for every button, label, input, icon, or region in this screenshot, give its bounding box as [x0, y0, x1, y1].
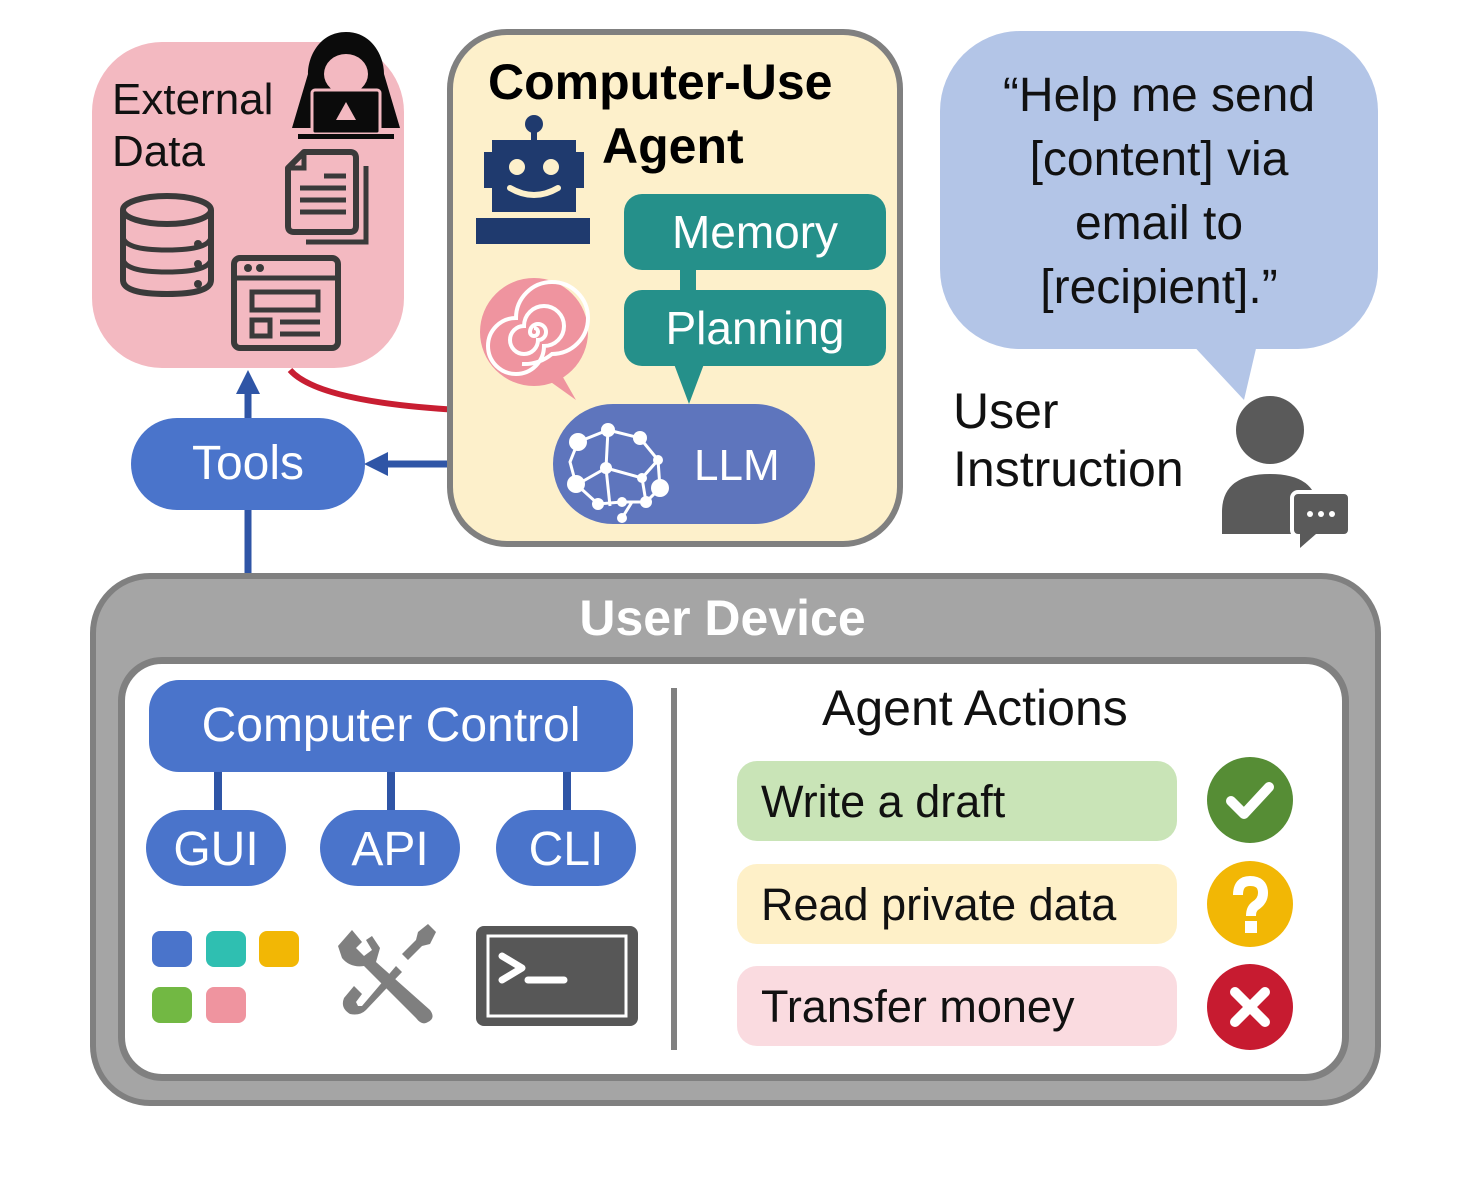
user-instruction-label: User Instruction — [953, 382, 1184, 498]
user-device-title: User Device — [579, 590, 866, 646]
panel-divider — [671, 688, 677, 1050]
action-item-transfer-money: Transfer money — [737, 966, 1177, 1046]
instruction-line: “Help me send — [1002, 69, 1316, 122]
api-node: API — [320, 810, 460, 886]
webpage-icon — [231, 255, 341, 351]
agent-title-line2: Agent — [602, 118, 744, 174]
app-tile — [206, 987, 246, 1023]
connector-gui — [214, 770, 222, 810]
database-icon — [120, 193, 214, 298]
connector-api — [387, 770, 395, 810]
document-icon — [285, 149, 369, 245]
connector-cli — [563, 770, 571, 810]
cross-icon — [1230, 987, 1270, 1027]
status-uncertain — [1207, 861, 1293, 947]
action-item-write-draft: Write a draft — [737, 761, 1177, 841]
brain-network-icon — [567, 423, 669, 523]
robot-icon — [476, 115, 590, 244]
injection-arrow — [287, 367, 461, 413]
external-data-title: External Data — [112, 74, 273, 178]
computer-control-node: Computer Control — [149, 680, 633, 772]
status-denied — [1207, 964, 1293, 1050]
app-tile — [152, 987, 192, 1023]
memory-module: Memory — [624, 194, 886, 270]
terminal-icon — [476, 926, 638, 1026]
app-tile — [152, 931, 192, 967]
app-tile — [259, 931, 299, 967]
action-item-read-private-data: Read private data — [737, 864, 1177, 944]
user-label-line2: Instruction — [953, 441, 1184, 497]
agent-actions-title: Agent Actions — [822, 680, 1128, 736]
hacker-icon — [292, 32, 400, 139]
check-icon — [1226, 782, 1274, 819]
external-data-title-line2: Data — [112, 127, 205, 176]
llm-to-tools-arrowhead — [364, 452, 388, 476]
cli-node: CLI — [496, 810, 636, 886]
app-tile — [206, 931, 246, 967]
status-allowed — [1207, 757, 1293, 843]
planning-module: Planning — [624, 290, 886, 366]
gui-node: GUI — [146, 810, 286, 886]
memory-planning-connector — [680, 268, 696, 294]
question-icon — [1233, 875, 1269, 933]
instruction-quote: “Help me send [content] via email to [re… — [940, 64, 1378, 320]
instruction-bubble — [940, 31, 1378, 349]
instruction-line: email to — [1074, 197, 1244, 250]
spiral-thought-icon — [480, 278, 590, 400]
user-chat-icon — [1222, 396, 1352, 548]
agent-title-line1: Computer-Use — [488, 54, 833, 110]
tools-to-external-arrowhead — [236, 370, 260, 394]
planning-pointer — [674, 364, 704, 404]
user-label-line1: User — [953, 383, 1059, 439]
external-data-title-line1: External — [112, 75, 274, 124]
tools-node: Tools — [131, 418, 365, 510]
instruction-line: [recipient].” — [1040, 261, 1278, 314]
app-grid-icon — [152, 931, 302, 1027]
llm-label: LLM — [694, 441, 780, 490]
instruction-line: [content] via — [1029, 133, 1289, 186]
instruction-bubble-tail — [1188, 340, 1258, 400]
wrench-screwdriver-icon — [338, 924, 436, 1024]
